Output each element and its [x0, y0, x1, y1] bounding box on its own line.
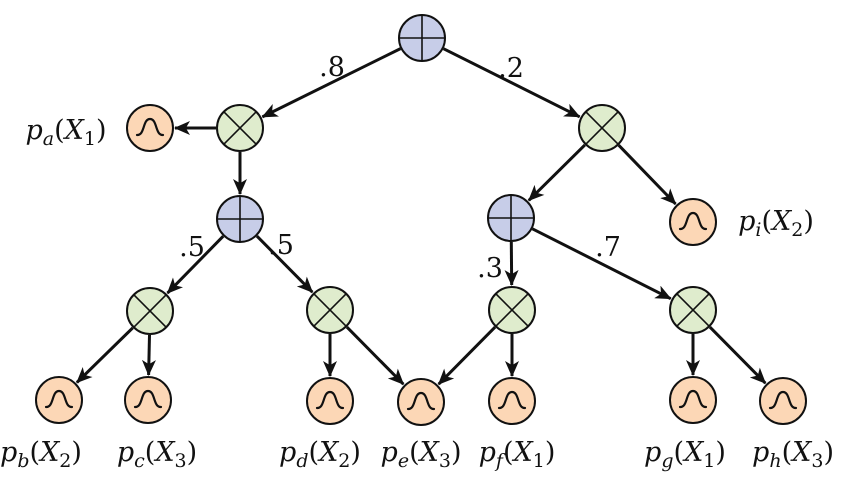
leaf-label-leaf-i: pi(X2) — [738, 206, 814, 241]
leaf-label-leaf-a: pa(X1) — [25, 115, 106, 150]
gaussian-curve-icon — [678, 389, 708, 409]
nodes-layer — [35, 14, 807, 426]
leaf-node-circle — [488, 377, 536, 425]
leaf-node-leaf-a — [126, 104, 174, 152]
leaf-node-circle — [669, 376, 717, 424]
edge-prod-bl-leaf-c — [141, 334, 156, 376]
leaf-node-circle — [126, 104, 174, 152]
product-node-prod-bmr — [488, 286, 536, 334]
leaf-node-circle — [124, 376, 172, 424]
gaussian-curve-icon — [497, 390, 527, 410]
edge-prod-r-sum-r — [527, 143, 586, 202]
leaf-node-leaf-i — [669, 198, 717, 246]
leaf-node-circle — [306, 377, 354, 425]
product-node-prod-l — [216, 104, 264, 152]
leaf-label-leaf-h: ph(X3) — [752, 437, 834, 472]
sum-node-root — [398, 14, 446, 62]
edge-weight-label-root-prod-r: .2 — [498, 53, 524, 84]
leaf-node-circle — [35, 376, 83, 424]
edge-prod-bmr-leaf-e — [437, 326, 497, 386]
leaf-label-leaf-g: pg(X1) — [644, 437, 726, 472]
sum-node-sum-r — [487, 194, 535, 242]
leaf-label-leaf-d: pd(X2) — [279, 437, 361, 472]
edge-weight-label-root-prod-l: .8 — [319, 52, 345, 83]
edge-prod-r-leaf-i — [617, 144, 677, 206]
product-node-prod-r — [578, 104, 626, 152]
edges-layer — [75, 47, 767, 386]
leaf-label-leaf-c: pc(X3) — [117, 437, 197, 472]
labels-layer: .8 .2 .5 .5 .3 .7 pa(X1) pi(X2) pb(X2) pc(X3) pd(X… — [0, 52, 834, 472]
leaf-node-leaf-g — [669, 376, 717, 424]
edge-prod-bml-leaf-e — [345, 326, 405, 386]
times-icon — [676, 293, 710, 327]
edge-sum-l-prod-bl — [166, 235, 225, 295]
leaf-node-circle — [397, 378, 445, 426]
leaf-node-circle — [759, 377, 807, 425]
plus-icon — [399, 15, 445, 61]
leaf-node-circle — [669, 198, 717, 246]
edge-weight-label-sum-r-prod-br: .7 — [595, 232, 621, 263]
gaussian-curve-icon — [133, 389, 163, 409]
product-node-prod-br — [669, 286, 717, 334]
leaf-node-leaf-f — [488, 377, 536, 425]
product-node-prod-bml — [306, 286, 354, 334]
leaf-node-leaf-e — [397, 378, 445, 426]
times-icon — [313, 293, 347, 327]
leaf-label-leaf-f: pf(X1) — [479, 437, 556, 472]
times-icon — [495, 293, 529, 327]
leaf-node-leaf-h — [759, 377, 807, 425]
edge-weight-label-sum-l-prod-bl: .5 — [179, 232, 205, 263]
edge-root-prod-l — [261, 47, 402, 119]
leaf-node-leaf-c — [124, 376, 172, 424]
gaussian-curve-icon — [406, 391, 436, 411]
product-node-prod-bl — [126, 287, 174, 335]
leaf-label-leaf-e: pe(X3) — [381, 437, 462, 472]
sum-node-sum-l — [216, 195, 264, 243]
edge-prod-bl-leaf-b — [75, 326, 134, 384]
gaussian-curve-icon — [315, 390, 345, 410]
gaussian-curve-icon — [678, 211, 708, 231]
leaf-node-leaf-d — [306, 377, 354, 425]
edge-weight-label-sum-l-prod-bml: .5 — [268, 230, 294, 261]
times-icon — [585, 111, 619, 145]
edge-sum-l-prod-bml — [255, 235, 314, 294]
gaussian-curve-icon — [135, 117, 165, 137]
times-icon — [223, 111, 257, 145]
edge-root-prod-r — [442, 47, 581, 119]
edge-weight-label-sum-r-prod-bmr: .3 — [477, 253, 503, 284]
times-icon — [133, 294, 167, 328]
edge-prod-br-leaf-h — [708, 326, 767, 385]
leaf-node-leaf-b — [35, 376, 83, 424]
plus-icon — [488, 195, 534, 241]
leaf-label-leaf-b: pb(X2) — [0, 437, 82, 472]
plus-icon — [217, 196, 263, 242]
edge-sum-r-prod-br — [531, 227, 672, 301]
gaussian-curve-icon — [44, 389, 74, 409]
gaussian-curve-icon — [768, 390, 798, 410]
